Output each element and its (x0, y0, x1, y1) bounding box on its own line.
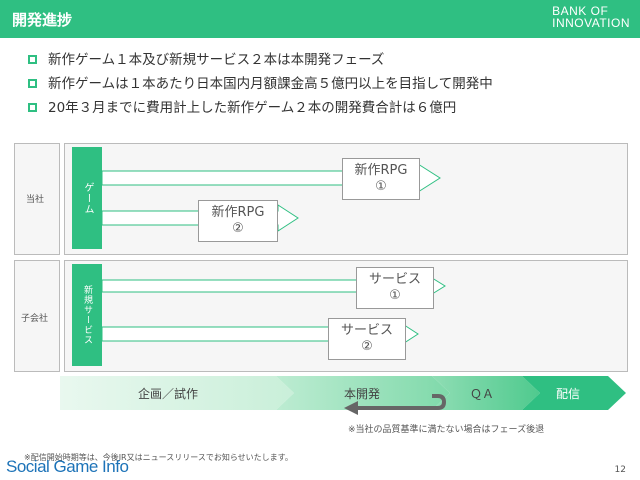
phase-release (522, 376, 626, 410)
project-rpg-2: 新作RPG ② (198, 200, 278, 242)
company-label-box: 当社 (14, 143, 60, 255)
phase-release-label: 配信 (556, 387, 581, 401)
project-name: 新作RPG (211, 205, 265, 220)
project-number: ① (389, 288, 401, 303)
phase-development-label: 本開発 (344, 387, 381, 401)
phase-regression-note: ※当社の品質基準に満たない場合はフェーズ後退 (348, 425, 545, 435)
project-number: ② (232, 221, 244, 236)
page-title: 開発進捗 (12, 11, 73, 29)
brand-line-1: BANK OF (552, 4, 609, 18)
project-name: サービス (340, 323, 393, 338)
project-name: サービス (368, 272, 421, 287)
phase-development (276, 376, 450, 410)
header-bar: 開発進捗 BANK OF INNOVATION (0, 0, 640, 38)
bullet-item: 新作ゲームは１本あたり日本国内月額課金高５億円以上を目指して開発中 (28, 72, 493, 96)
game-category-bar: ゲーム (72, 147, 102, 249)
game-category-label: ゲーム (82, 181, 93, 215)
bullet-text: 20年３月までに費用計上した新作ゲーム２本の開発費合計は６億円 (48, 100, 457, 116)
service-category-bar: 新規サービス (72, 264, 102, 366)
project-name: 新作RPG (354, 163, 408, 178)
brand-line-2: INNOVATION (552, 16, 630, 30)
phase-qa-label: ＱＡ (470, 387, 495, 401)
bullet-text: 新作ゲーム１本及び新規サービス２本は本開発フェーズ (48, 52, 385, 68)
phase-planning (60, 376, 294, 410)
project-number: ① (375, 179, 387, 194)
bullet-square-icon (28, 79, 37, 88)
loop-back-arrowhead (344, 401, 358, 415)
brand-logo: BANK OF INNOVATION (552, 5, 630, 29)
subsidiary-label-box: 子会社 (14, 260, 60, 372)
bullet-text: 新作ゲームは１本あたり日本国内月額課金高５億円以上を目指して開発中 (48, 76, 493, 92)
bullet-item: 20年３月までに費用計上した新作ゲーム２本の開発費合計は６億円 (28, 96, 493, 120)
subsidiary-label: 子会社 (21, 314, 49, 324)
project-service-1: サービス ① (356, 267, 434, 309)
phase-planning-label: 企画／試作 (138, 387, 199, 401)
bullet-item: 新作ゲーム１本及び新規サービス２本は本開発フェーズ (28, 48, 493, 72)
loop-back-arrow (356, 394, 447, 410)
project-service-2: サービス ② (328, 318, 406, 360)
company-label: 当社 (26, 195, 45, 205)
page-number: 12 (614, 465, 626, 475)
bullet-square-icon (28, 55, 37, 64)
bullet-square-icon (28, 103, 37, 112)
project-number: ② (361, 339, 373, 354)
footer-disclaimer: ※配信開始時期等は、今後IR又はニュースリリースでお知らせいたします。 (24, 453, 293, 462)
phase-qa (432, 376, 540, 410)
service-category-label: 新規サービス (82, 285, 92, 345)
social-game-info-logo: Social Game Info (6, 457, 129, 476)
bullet-list: 新作ゲーム１本及び新規サービス２本は本開発フェーズ 新作ゲームは１本あたり日本国… (28, 48, 493, 120)
project-rpg-1: 新作RPG ① (342, 158, 420, 200)
